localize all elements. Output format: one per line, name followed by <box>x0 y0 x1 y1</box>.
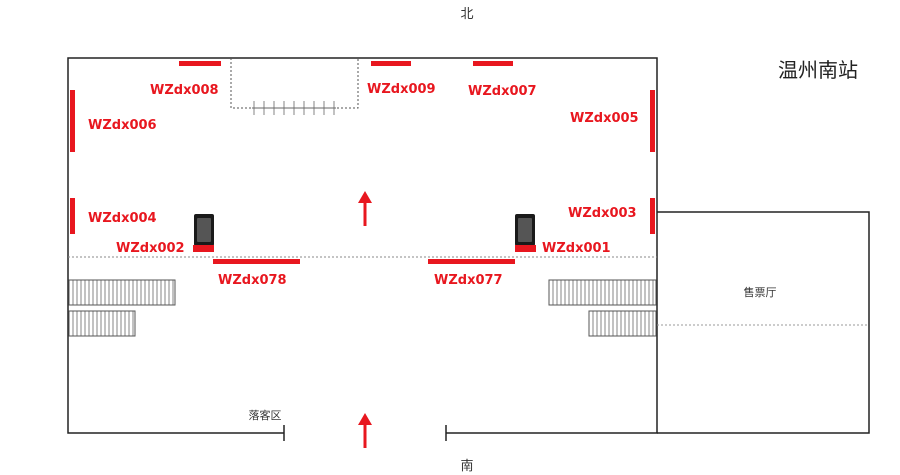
ticket-hall: 售票厅 <box>657 211 870 434</box>
stair-left-upper <box>68 279 176 306</box>
screen-label-wzdx003: WZdx003 <box>568 206 637 221</box>
screen-label-wzdx001: WZdx001 <box>542 241 611 256</box>
screen-label-wzdx005: WZdx005 <box>570 111 639 126</box>
screen-bar-wzdx003 <box>650 198 655 234</box>
screen-label-wzdx006: WZdx006 <box>88 118 157 133</box>
screen-label-wzdx007: WZdx007 <box>468 84 537 99</box>
screen-bar-wzdx078 <box>213 259 300 264</box>
kiosks <box>194 214 535 246</box>
screen-bar-wzdx004 <box>70 198 75 234</box>
screen-label-wzdx077: WZdx077 <box>434 273 503 288</box>
screen-markers <box>70 61 655 264</box>
screen-bar-wzdx007 <box>473 61 513 66</box>
screen-bar-wzdx009 <box>371 61 411 66</box>
screen-label-wzdx078: WZdx078 <box>218 273 287 288</box>
stair-right-upper <box>548 279 657 306</box>
screen-label-wzdx009: WZdx009 <box>367 82 436 97</box>
screen-bar-wzdx008 <box>179 61 221 66</box>
south-label: 南 <box>460 458 473 474</box>
entrance-alcove <box>230 58 359 115</box>
main-hall-walls <box>67 57 658 441</box>
screen-bar-wzdx077 <box>428 259 515 264</box>
screen-label-wzdx002: WZdx002 <box>116 241 185 256</box>
side-title: 温州南站 <box>778 58 858 82</box>
screen-label-wzdx004: WZdx004 <box>88 211 157 226</box>
screen-label-wzdx008: WZdx008 <box>150 83 219 98</box>
arrow-up-icon <box>358 413 372 448</box>
drop-off-label: 落客区 <box>249 408 282 422</box>
north-label: 北 <box>460 7 473 22</box>
stair-right-lower <box>588 310 657 337</box>
staircases <box>68 279 657 337</box>
screen-bar-wzdx005 <box>650 90 655 152</box>
ticket-hall-label: 售票厅 <box>744 285 777 299</box>
screen-bar-wzdx006 <box>70 90 75 152</box>
stair-left-lower <box>68 310 136 337</box>
screen-bar-wzdx001 <box>515 245 536 252</box>
arrow-up-icon <box>358 191 372 226</box>
screen-bar-wzdx002 <box>193 245 214 252</box>
screen-labels: WZdx008 WZdx009 WZdx007 WZdx006 WZdx005 … <box>88 82 639 288</box>
